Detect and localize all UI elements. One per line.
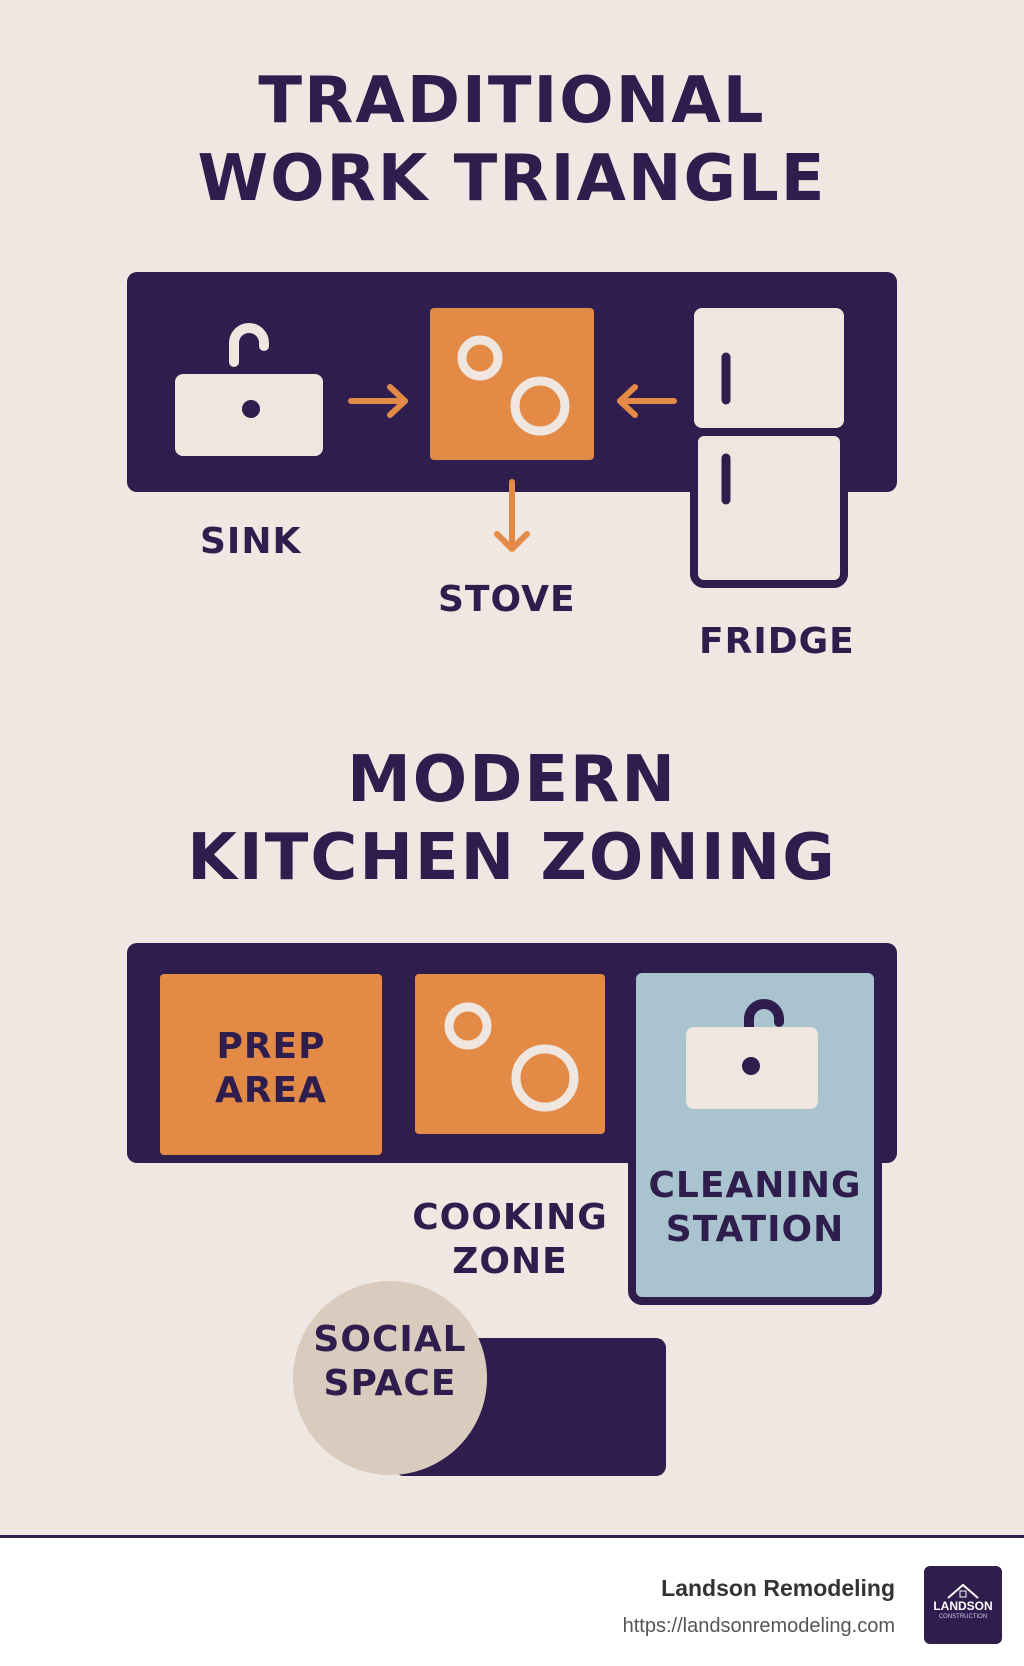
footer-company-name: Landson Remodeling: [661, 1575, 895, 1601]
sink-label: SINK: [200, 521, 302, 562]
infographic: TRADITIONAL WORK TRIANGLE: [0, 62, 1024, 1476]
traditional-title: TRADITIONAL WORK TRIANGLE: [0, 62, 1024, 218]
traditional-kitchen-diagram: [127, 272, 897, 588]
arrow-down-icon: [494, 479, 530, 552]
sink-icon: [175, 323, 323, 456]
prep-area-block: [160, 974, 382, 1155]
social-space-line1: SOCIAL: [313, 1319, 467, 1360]
cleaning-station-label: CLEANING STATION: [636, 1164, 874, 1252]
footer-url-link[interactable]: https://landsonremodeling.com: [622, 1615, 895, 1637]
traditional-title-line2: WORK TRIANGLE: [197, 142, 827, 216]
cooking-zone-label: COOKING ZONE: [402, 1196, 618, 1284]
social-circle: [293, 1281, 487, 1475]
fridge-icon: [690, 308, 848, 588]
cleaning-station-line2: STATION: [665, 1209, 845, 1250]
stove-burners-icon: [430, 308, 594, 460]
social-space-line2: SPACE: [323, 1363, 457, 1404]
modern-title-line1: MODERN: [347, 743, 677, 817]
arrow-left-icon: [617, 384, 677, 418]
company-logo[interactable]: LANDSON CONSTRUCTION: [924, 1566, 1002, 1644]
house-roof-icon: [947, 1583, 979, 1599]
modern-kitchen-diagram: [127, 943, 897, 1476]
stove-burners-icon: [415, 974, 605, 1134]
traditional-title-line1: TRADITIONAL: [258, 64, 766, 138]
footer: Landson Remodeling https://landsonremode…: [0, 1535, 1024, 1666]
prep-area-line1: PREP: [216, 1026, 326, 1067]
cleaning-station-line1: CLEANING: [648, 1165, 862, 1206]
faucet-icon: [686, 999, 818, 1109]
cooking-zone-line1: COOKING: [412, 1197, 608, 1238]
fridge-label: FRIDGE: [699, 621, 855, 662]
modern-title-line2: KITCHEN ZONING: [187, 821, 837, 895]
modern-title: MODERN KITCHEN ZONING: [0, 741, 1024, 897]
logo-wordmark: LANDSON: [933, 1599, 993, 1613]
prep-area-line2: AREA: [214, 1070, 328, 1111]
logo-subtitle: CONSTRUCTION: [938, 1614, 988, 1620]
cooking-zone-line2: ZONE: [452, 1241, 568, 1282]
prep-area-label: PREP AREA: [160, 1025, 382, 1113]
stove-label: STOVE: [438, 579, 576, 620]
arrow-right-icon: [348, 384, 408, 418]
social-space-label: SOCIAL SPACE: [293, 1318, 487, 1406]
